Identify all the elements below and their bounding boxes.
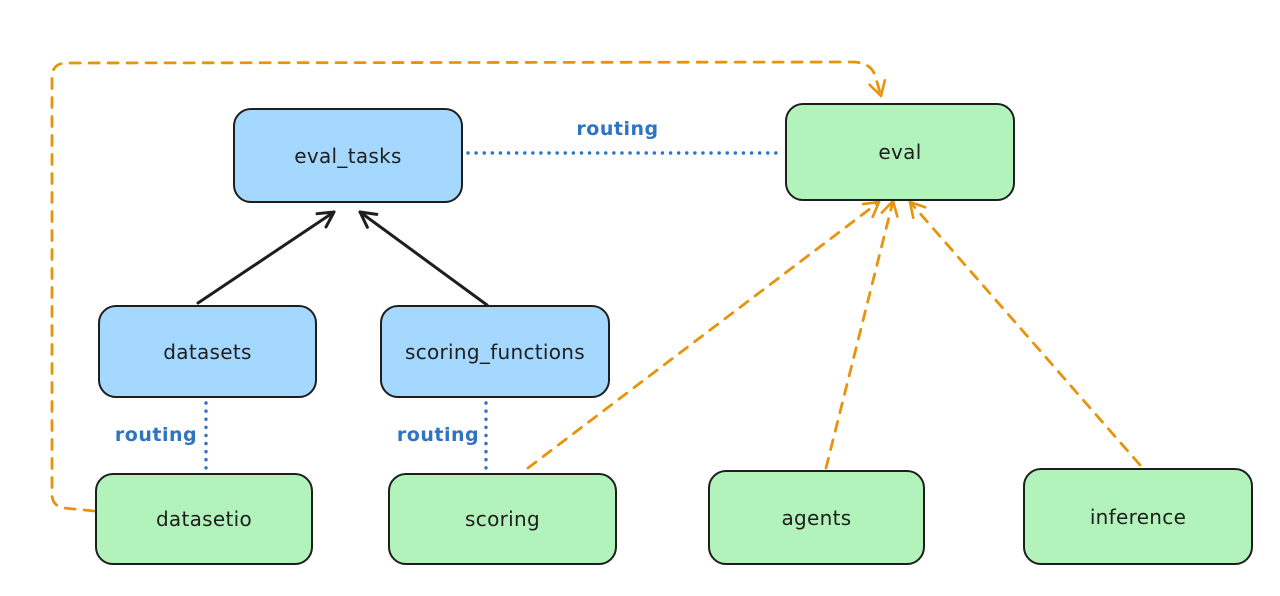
node-scoring-label: scoring [465, 507, 540, 531]
node-eval-label: eval [878, 140, 922, 164]
edge-datasets-to-eval_tasks [196, 210, 336, 305]
node-scoring_functions[interactable]: scoring_functions [380, 305, 610, 398]
node-scoring_functions-label: scoring_functions [404, 339, 586, 364]
edge-label-routing-scoring_functions-scoring: routing [396, 424, 480, 446]
node-agents[interactable]: agents [708, 470, 925, 565]
node-eval[interactable]: eval [785, 103, 1015, 201]
node-inference-label: inference [1089, 504, 1187, 529]
edge-agents-to-eval [824, 199, 899, 470]
edge-label-routing-eval_tasks-eval: routing [576, 118, 659, 140]
node-eval_tasks[interactable]: eval_tasks [233, 108, 463, 203]
edge-label-routing-datasets-datasetio: routing [114, 424, 198, 446]
node-inference[interactable]: inference [1023, 468, 1253, 565]
node-scoring[interactable]: scoring [388, 473, 617, 565]
node-datasetio-label: datasetio [155, 507, 253, 531]
node-eval_tasks-label: eval_tasks [294, 143, 402, 168]
edge-scoring-to-eval [526, 200, 881, 470]
node-datasets[interactable]: datasets [98, 305, 317, 398]
edge-scoring_functions-to-eval_tasks [358, 210, 489, 307]
node-agents-label: agents [781, 505, 852, 530]
node-datasetio[interactable]: datasetio [95, 473, 313, 565]
node-datasets-label: datasets [163, 339, 252, 364]
edge-datasetio-to-eval [50, 60, 887, 513]
edge-inference-to-eval [908, 200, 1142, 467]
